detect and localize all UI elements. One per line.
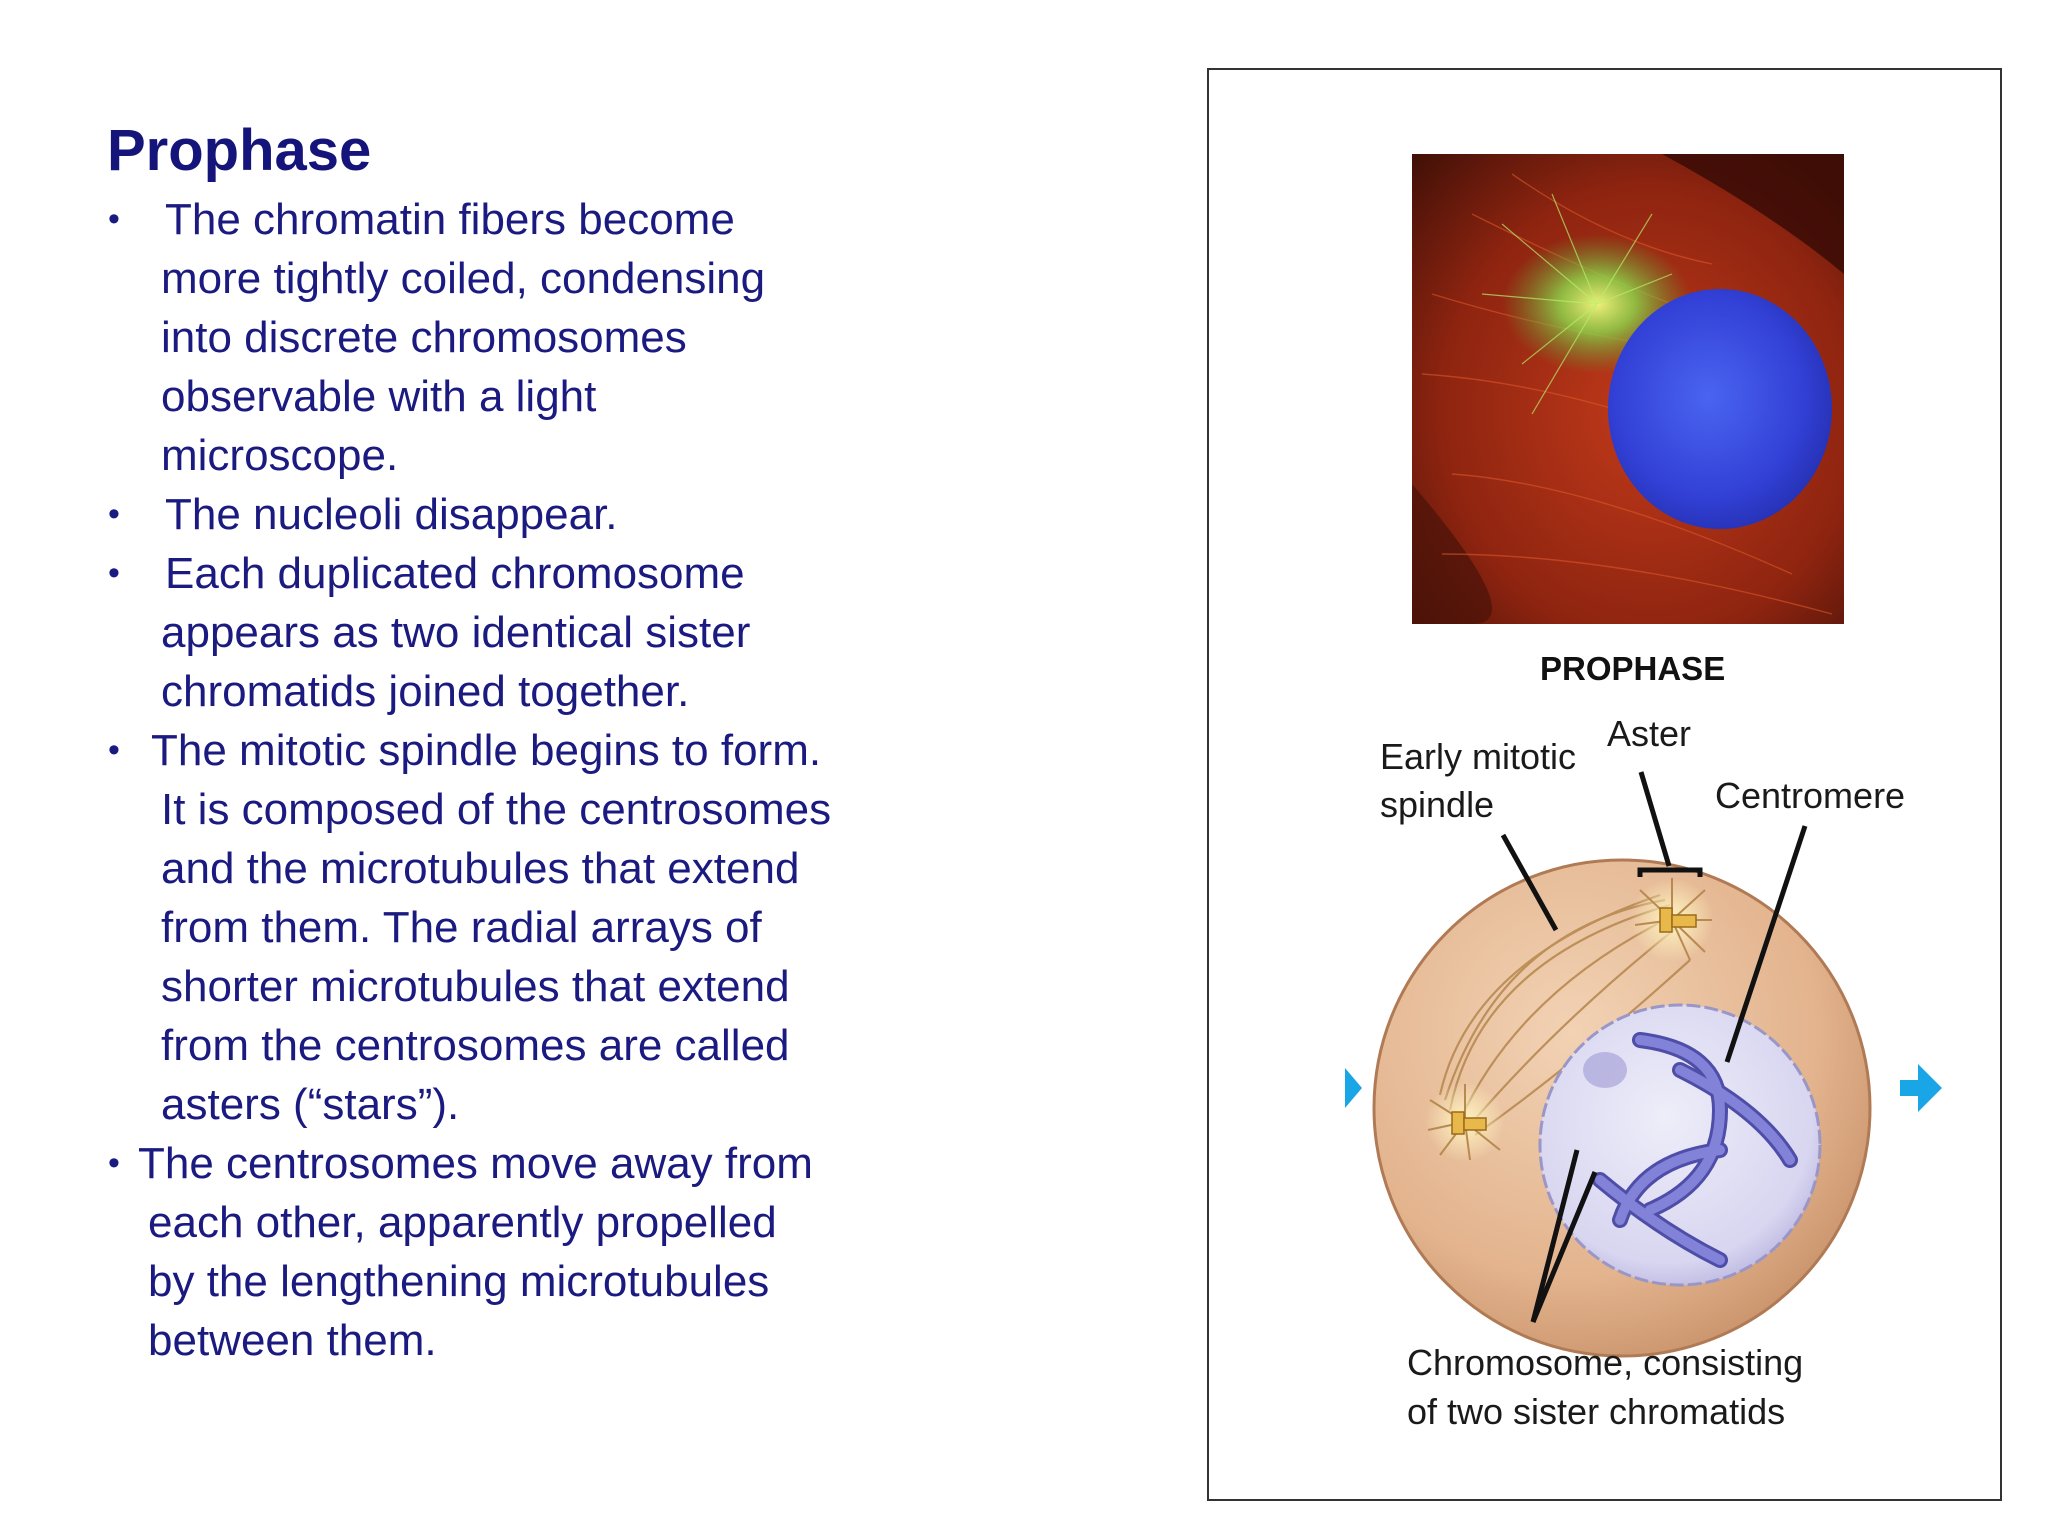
fluorescence-micrograph [1412, 154, 1844, 624]
label-spindle-line-2: spindle [1380, 784, 1495, 825]
bullet-4-line-1: The mitotic spindle begins to form. [151, 726, 822, 775]
label-chromosome-line-2: of two sister chromatids [1407, 1391, 1786, 1432]
bullet-marker: • [108, 1144, 120, 1182]
bullet-5-line-3: by the lengthening microtubules [148, 1257, 770, 1306]
chromosomes [1592, 1032, 1798, 1268]
bullet-4-line-7: asters (“stars”). [161, 1080, 460, 1129]
bullet-3-line-2: appears as two identical sister [161, 608, 751, 657]
bullet-1-line-2: more tightly coiled, condensing [161, 254, 766, 303]
bullet-2-line-1: The nucleoli disappear. [165, 490, 618, 539]
bullet-marker: • [108, 495, 120, 533]
bullet-1-line-4: observable with a light [161, 372, 597, 421]
bullet-5-line-2: each other, apparently propelled [148, 1198, 777, 1247]
bullet-4-line-3: and the microtubules that extend [161, 844, 800, 893]
bullet-3-line-1: Each duplicated chromosome [165, 549, 745, 598]
label-chromosome-line-1: Chromosome, consisting [1407, 1342, 1804, 1383]
cell-diagram [1345, 771, 1942, 1358]
aster-left [1425, 1082, 1505, 1162]
bullet-1-line-3: into discrete chromosomes [161, 313, 687, 362]
bullet-5-line-1: The centrosomes move away from [138, 1139, 813, 1188]
bullet-marker: • [108, 554, 120, 592]
label-spindle-line-1: Early mitotic [1380, 736, 1577, 777]
outgoing-arrow-icon [1900, 1064, 1942, 1112]
incoming-arrow-icon [1345, 1068, 1362, 1108]
bullet-4-line-2: It is composed of the centrosomes [161, 785, 832, 834]
bullet-4-line-4: from them. The radial arrays of [161, 903, 762, 952]
bullet-marker: • [108, 200, 120, 238]
bullet-3-line-3: chromatids joined together. [161, 667, 690, 716]
slide-title: Prophase [107, 118, 372, 183]
aster-bracket [1637, 867, 1703, 877]
aster-top [1630, 878, 1714, 962]
label-aster: Aster [1607, 713, 1692, 754]
bullet-5-line-4: between them. [148, 1316, 437, 1365]
bullet-1-line-5: microscope. [161, 431, 399, 480]
leader-lines [1500, 771, 1808, 1323]
bullet-1-line-1: The chromatin fibers become [165, 195, 735, 244]
bullet-4-line-6: from the centrosomes are called [161, 1021, 790, 1070]
bullet-marker: • [108, 731, 120, 769]
bullet-4-line-5: shorter microtubules that extend [161, 962, 790, 1011]
label-centromere: Centromere [1715, 775, 1906, 816]
panel-heading: PROPHASE [1540, 650, 1726, 687]
